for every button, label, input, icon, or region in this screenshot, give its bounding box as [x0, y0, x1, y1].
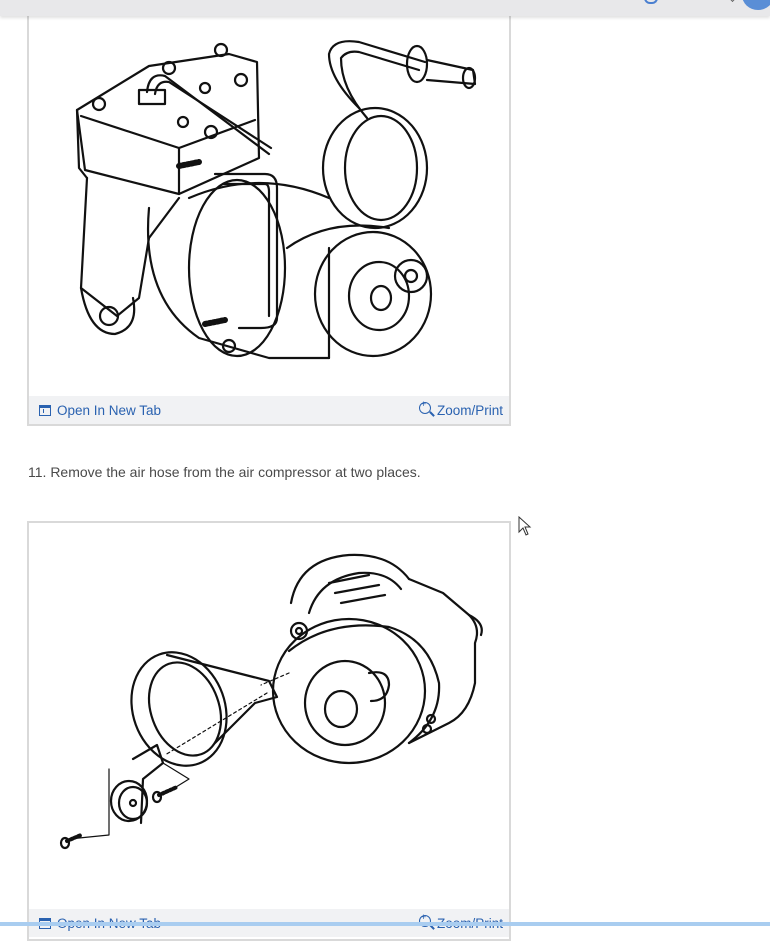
zoom-print-link[interactable]: Zoom/Print: [418, 399, 503, 418]
top-toolbar: [0, 0, 770, 16]
zoom-in-icon: [418, 399, 431, 414]
figure-2: Open In New Tab Zoom/Print: [27, 521, 511, 941]
figure-1: Open In New Tab Zoom/Print: [27, 0, 511, 426]
mouse-cursor-icon: [518, 516, 532, 536]
figure-1-image[interactable]: [29, 0, 509, 396]
open-in-new-tab-link[interactable]: Open In New Tab: [39, 403, 161, 418]
open-tab-icon: [39, 404, 51, 416]
figure-1-actions: Open In New Tab Zoom/Print: [29, 396, 509, 424]
figure-2-image[interactable]: [29, 523, 509, 909]
chat-icon[interactable]: [644, 0, 658, 4]
chevron-down-icon[interactable]: [728, 0, 737, 3]
avatar[interactable]: [742, 0, 770, 10]
step-11-text: 11. Remove the air hose from the air com…: [28, 464, 421, 480]
bottom-edge-bar: [0, 922, 770, 926]
